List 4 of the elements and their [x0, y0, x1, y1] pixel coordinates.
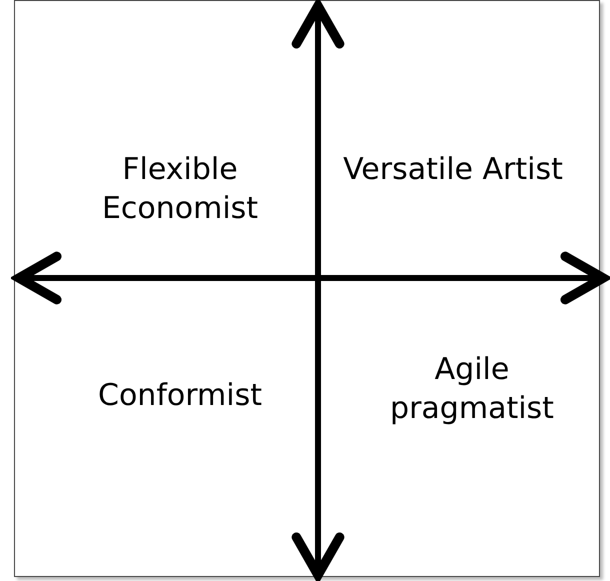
quadrant-label: Conformist — [97, 377, 263, 415]
quadrant-label: Versatile Artist — [343, 151, 563, 189]
quadrant-label: Flexible Economist — [100, 151, 260, 228]
quadrant-label: Agile pragmatist — [389, 351, 555, 428]
